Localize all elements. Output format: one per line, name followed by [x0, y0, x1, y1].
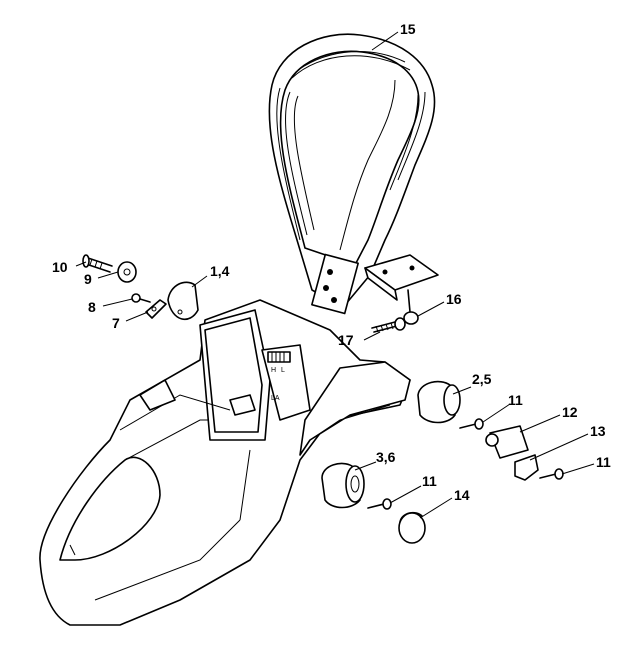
plug-14 — [398, 511, 426, 544]
handlebar-part — [268, 33, 439, 315]
buffer-3-6 — [321, 462, 365, 509]
housing-marking-l: L — [281, 367, 285, 374]
stop-12 — [485, 425, 529, 459]
callout-9: 9 — [84, 271, 92, 287]
callout-labels: 15 10 9 1,4 8 7 16 17 2,5 11 12 13 11 3,… — [52, 21, 611, 503]
callout-11b: 11 — [596, 454, 611, 470]
screw-16 — [403, 289, 419, 325]
plate-7 — [145, 299, 167, 319]
callout-12: 12 — [562, 404, 578, 420]
cover-1-4 — [167, 281, 199, 321]
screw-11c — [367, 498, 392, 510]
callout-3-6: 3,6 — [376, 449, 396, 465]
buffer-2-5 — [417, 380, 461, 424]
clip-13 — [514, 454, 539, 481]
housing-marking-h: H — [271, 367, 276, 374]
housing-marking-la: LA — [271, 395, 280, 402]
callout-17: 17 — [338, 332, 354, 348]
washer-9 — [117, 261, 137, 283]
screw-8 — [131, 293, 151, 303]
callout-14: 14 — [454, 487, 470, 503]
screw-17 — [371, 317, 406, 333]
housing-part: H L LA — [39, 299, 411, 626]
screw-11b — [539, 468, 564, 480]
screw-11a — [459, 418, 484, 430]
leader-lines — [75, 31, 595, 519]
callout-16: 16 — [446, 291, 462, 307]
callout-11c: 11 — [422, 473, 437, 489]
callout-13: 13 — [590, 423, 606, 439]
callout-15: 15 — [400, 21, 416, 37]
callout-8: 8 — [88, 299, 96, 315]
callout-7: 7 — [112, 315, 120, 331]
callout-1-4: 1,4 — [210, 263, 230, 279]
screw-10 — [82, 254, 113, 273]
callout-10: 10 — [52, 259, 68, 275]
callout-2-5: 2,5 — [472, 371, 492, 387]
callout-11a: 11 — [508, 392, 523, 408]
